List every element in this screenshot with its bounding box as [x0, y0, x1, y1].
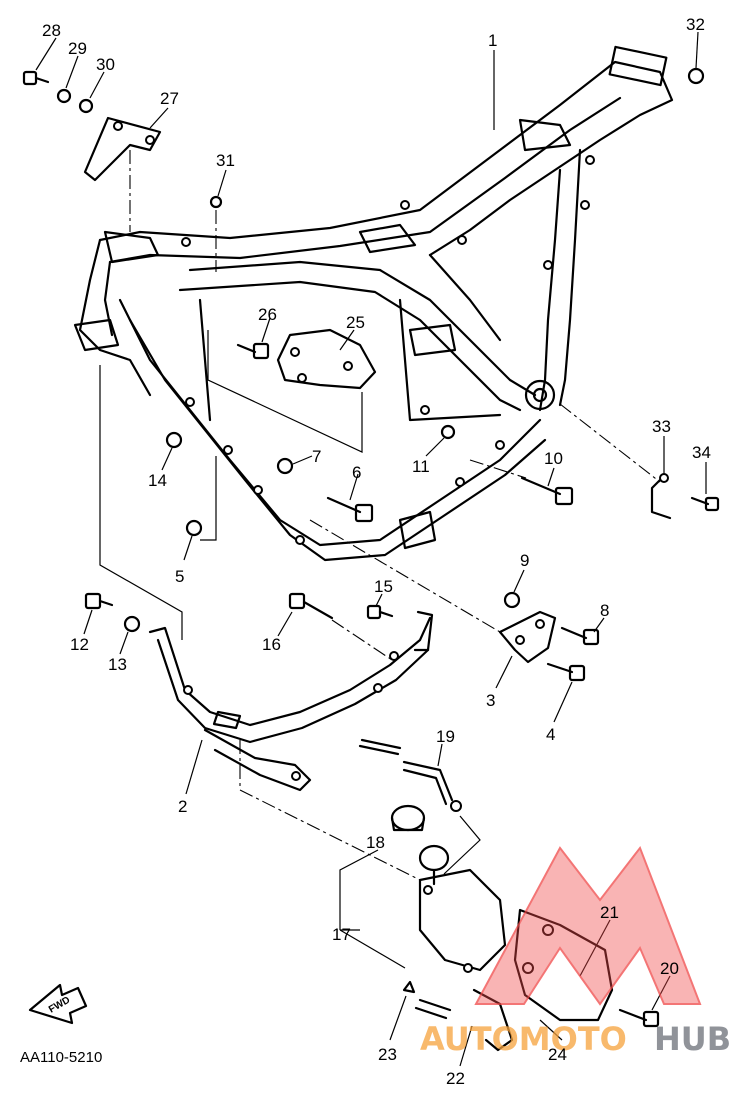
watermark-text-auto: AUTOMOTO — [420, 1020, 627, 1058]
callout-2: 2 — [178, 797, 187, 816]
callout-21: 21 — [600, 903, 619, 922]
fwd-arrow: FWD — [28, 983, 88, 1025]
reservoir-17 — [418, 844, 507, 973]
clip-23 — [402, 980, 416, 994]
washer-29 — [56, 88, 72, 104]
bolt-8 — [560, 626, 600, 646]
washer-13 — [123, 615, 141, 633]
bolt-12 — [84, 592, 114, 610]
watermark: AUTOMOTO HUB — [420, 845, 731, 1058]
callout-26: 26 — [258, 305, 277, 324]
bolt-10 — [520, 476, 574, 506]
callout-12: 12 — [70, 635, 89, 654]
callout-6: 6 — [352, 463, 361, 482]
fwd-label: FWD — [47, 995, 72, 1016]
bolt-4 — [546, 662, 586, 682]
hose-22 — [414, 988, 514, 1052]
hose-19 — [358, 738, 462, 812]
callout-8: 8 — [600, 601, 609, 620]
nut-5 — [185, 519, 203, 537]
callout-28: 28 — [42, 21, 61, 40]
nut-30 — [78, 98, 94, 114]
bolt-28 — [22, 70, 50, 86]
bolt-26 — [236, 342, 270, 360]
callout-16: 16 — [262, 635, 281, 654]
bolt-16 — [288, 592, 334, 620]
callout-33: 33 — [652, 417, 671, 436]
callout-30: 30 — [96, 55, 115, 74]
rear-bracket — [83, 116, 162, 182]
bolt-34 — [690, 496, 720, 512]
callout-14: 14 — [148, 471, 167, 490]
watermark-text-hub: HUB — [654, 1020, 731, 1058]
engine-mount-25 — [276, 328, 377, 390]
callout-23: 23 — [378, 1045, 397, 1064]
callout-17: 17 — [332, 925, 351, 944]
nut-14 — [165, 431, 183, 449]
callout-1: 1 — [488, 31, 497, 50]
callout-24: 24 — [548, 1045, 567, 1064]
callout-15: 15 — [374, 577, 393, 596]
bolt-15 — [366, 604, 394, 620]
callout-labels: 1 2 3 4 5 6 7 8 9 10 11 12 13 14 15 16 1… — [42, 15, 711, 1088]
callout-20: 20 — [660, 959, 679, 978]
cap-18 — [390, 804, 426, 832]
bolt-6 — [326, 496, 374, 523]
callout-3: 3 — [486, 691, 495, 710]
callout-10: 10 — [544, 449, 563, 468]
bolt-20 — [618, 1008, 660, 1028]
clamp-33 — [650, 473, 672, 520]
bracket-3 — [498, 610, 557, 664]
nut-31 — [209, 195, 223, 209]
main-frame — [73, 45, 674, 562]
callout-11: 11 — [412, 457, 430, 476]
callout-9: 9 — [520, 551, 529, 570]
callout-32: 32 — [686, 15, 705, 34]
callout-25: 25 — [346, 313, 365, 332]
callout-7: 7 — [312, 447, 321, 466]
callout-5: 5 — [175, 567, 184, 586]
nut-9 — [503, 591, 521, 609]
callout-29: 29 — [68, 39, 87, 58]
callout-27: 27 — [160, 89, 179, 108]
diagram-code: AA110-5210 — [20, 1049, 102, 1066]
callout-22: 22 — [446, 1069, 465, 1088]
callout-18: 18 — [366, 833, 385, 852]
nut-7 — [276, 457, 294, 475]
nut-32 — [687, 67, 705, 85]
sub-frame-2 — [148, 610, 434, 792]
callout-34: 34 — [692, 443, 711, 462]
cover-21 — [513, 908, 614, 1022]
callout-31: 31 — [216, 151, 235, 170]
nut-11 — [440, 424, 456, 440]
callout-4: 4 — [546, 725, 555, 744]
callout-13: 13 — [108, 655, 127, 674]
callout-19: 19 — [436, 727, 455, 746]
watermark-logo-icon — [474, 845, 702, 1006]
